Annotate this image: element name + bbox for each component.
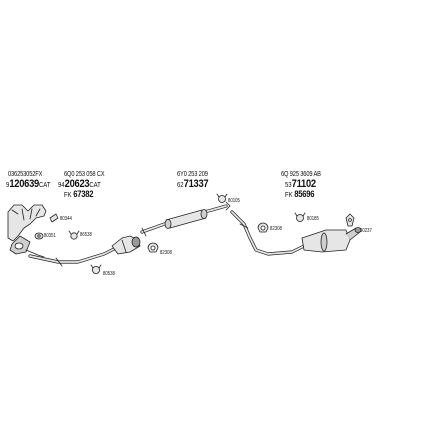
center-muffler: [140, 201, 231, 237]
hanger-80105-part: [216, 193, 228, 203]
callout-rubber-mount-center: 80105: [228, 198, 240, 204]
oem-number-catalyst: 6Q0 253 058 CX: [64, 171, 105, 178]
callout-clamp-catalyst: 86538: [80, 232, 92, 238]
oem-number-rear-muffler: 6Q 925 3609 AB: [281, 171, 321, 178]
hanger-80237-part: [345, 213, 355, 227]
clamp-80538-part: [90, 264, 102, 274]
hanger-80185-part: [294, 212, 306, 222]
mounting-kit-number-front: FK 67382: [64, 189, 94, 200]
gasket-80344-part: [49, 213, 59, 223]
part-number-rear-muffler: 5371102: [285, 178, 316, 190]
oem-number-center-muffler: 6Y0 253 209: [177, 171, 208, 178]
part-number-manifold-cat: 9120639CAT: [6, 178, 51, 190]
rear-muffler: [301, 227, 362, 253]
mounting-kit-number-rear: FK 85696: [285, 189, 315, 200]
exhaust-manifold: [7, 204, 47, 258]
callout-clamp-front: 80538: [103, 271, 115, 277]
callout-rubber-mount-rear: 80185: [307, 216, 319, 222]
callout-rubber-mount-tail: 80237: [360, 228, 372, 234]
rear-pipe: [230, 210, 306, 256]
callout-gasket-flange: 80351: [44, 233, 56, 239]
clamp-86538-part: [68, 230, 80, 240]
oem-number-manifold: 036253052FX: [8, 171, 43, 178]
callout-gasket-manifold: 80344: [60, 216, 72, 222]
callout-clamp-center: 82308: [160, 250, 172, 256]
clamp-82308-rear-part: [257, 222, 269, 233]
gasket-80351-part: [34, 232, 44, 240]
part-number-center-muffler: 6271337: [177, 178, 209, 190]
part-number-catalyst: 9420623CAT: [58, 178, 101, 190]
callout-clamp-rear: 82308: [270, 226, 282, 232]
clamp-82308-center-part: [147, 242, 159, 253]
front-pipe-catalyst: [28, 235, 141, 267]
